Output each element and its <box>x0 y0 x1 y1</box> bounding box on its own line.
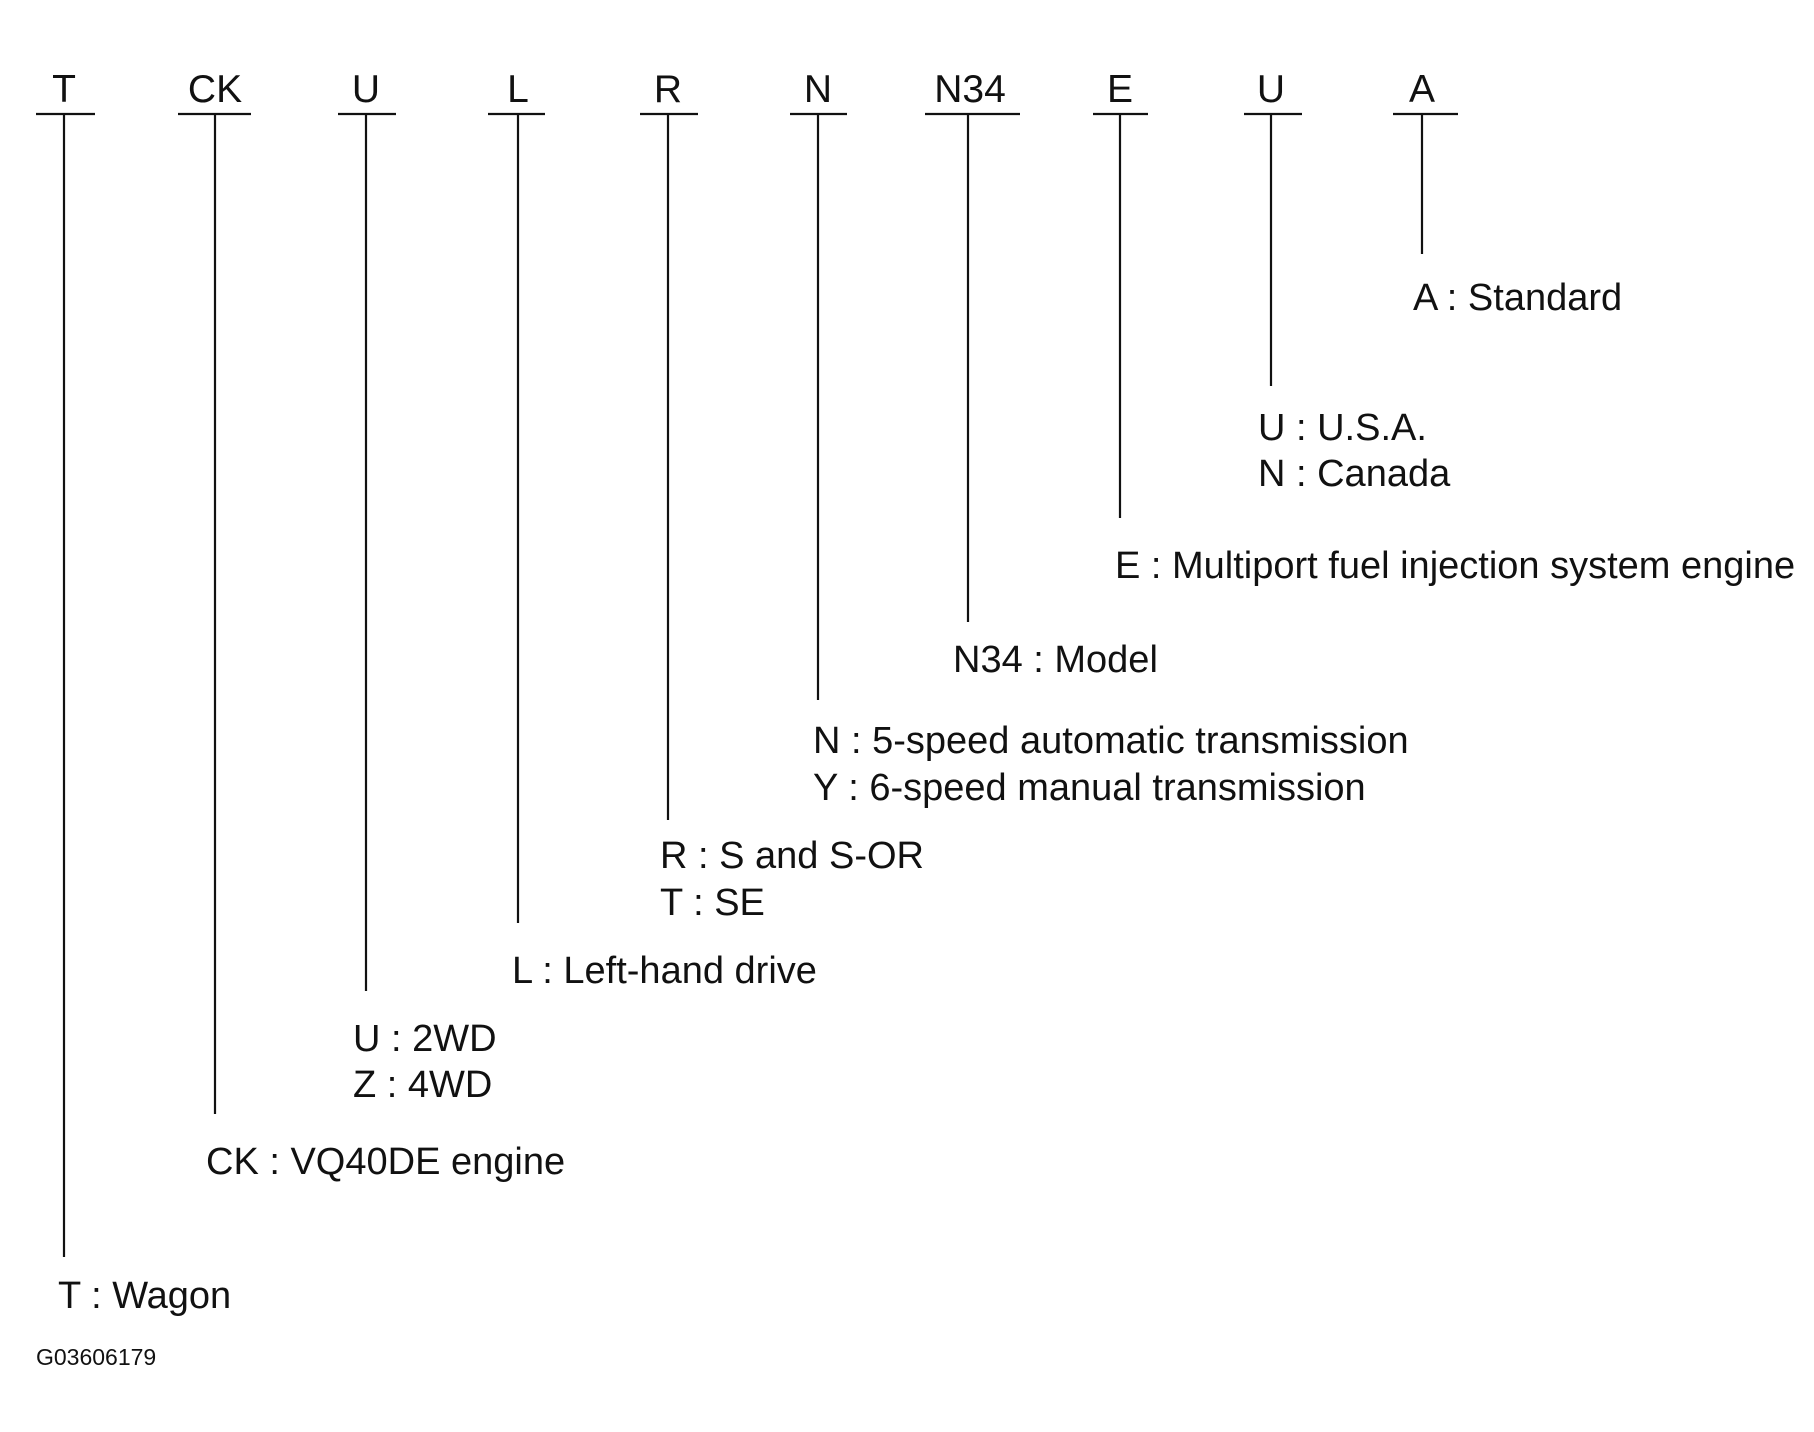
code-letter: CK <box>188 68 242 111</box>
code-letter: E <box>1107 68 1133 111</box>
code-letter: L <box>507 68 529 111</box>
code-description: A : Standard <box>1413 277 1622 319</box>
code-description: Z : 4WD <box>353 1064 492 1106</box>
code-group-market: U U : U.S.A. N : Canada <box>1244 68 1451 495</box>
code-description: T : SE <box>660 882 765 924</box>
code-description: U : U.S.A. <box>1258 407 1427 449</box>
code-letter: R <box>654 68 682 111</box>
code-description: N34 : Model <box>953 639 1158 681</box>
code-description: U : 2WD <box>353 1018 497 1060</box>
code-description: N : Canada <box>1258 453 1451 495</box>
code-group-drive: U U : 2WD Z : 4WD <box>338 68 497 1106</box>
code-description: L : Left-hand drive <box>512 950 817 992</box>
code-letter: N <box>804 68 832 111</box>
code-group-engine: CK CK : VQ40DE engine <box>178 68 565 1183</box>
code-letter: A <box>1409 68 1435 111</box>
code-group-transmission: N N : 5-speed automatic transmission Y :… <box>790 68 1409 809</box>
code-group-specification: A A : Standard <box>1393 68 1622 319</box>
code-group-model: N34 N34 : Model <box>925 68 1158 681</box>
code-description: R : S and S-OR <box>660 835 924 877</box>
code-group-steering: L L : Left-hand drive <box>488 68 817 992</box>
code-description: N : 5-speed automatic transmission <box>813 720 1409 762</box>
figure-id: G03606179 <box>36 1344 156 1370</box>
code-letter: T <box>52 68 76 111</box>
code-group-fuel-system: E E : Multiport fuel injection system en… <box>1093 68 1795 587</box>
code-description: T : Wagon <box>58 1275 231 1317</box>
code-description: CK : VQ40DE engine <box>206 1141 565 1183</box>
code-group-grade: R R : S and S-OR T : SE <box>640 68 924 924</box>
code-group-body-type: T T : Wagon <box>36 68 231 1317</box>
code-letter: U <box>1257 68 1285 111</box>
code-letter: U <box>352 68 380 111</box>
code-letter: N34 <box>934 68 1006 111</box>
code-description: E : Multiport fuel injection system engi… <box>1115 545 1795 587</box>
code-description: Y : 6-speed manual transmission <box>813 767 1366 809</box>
